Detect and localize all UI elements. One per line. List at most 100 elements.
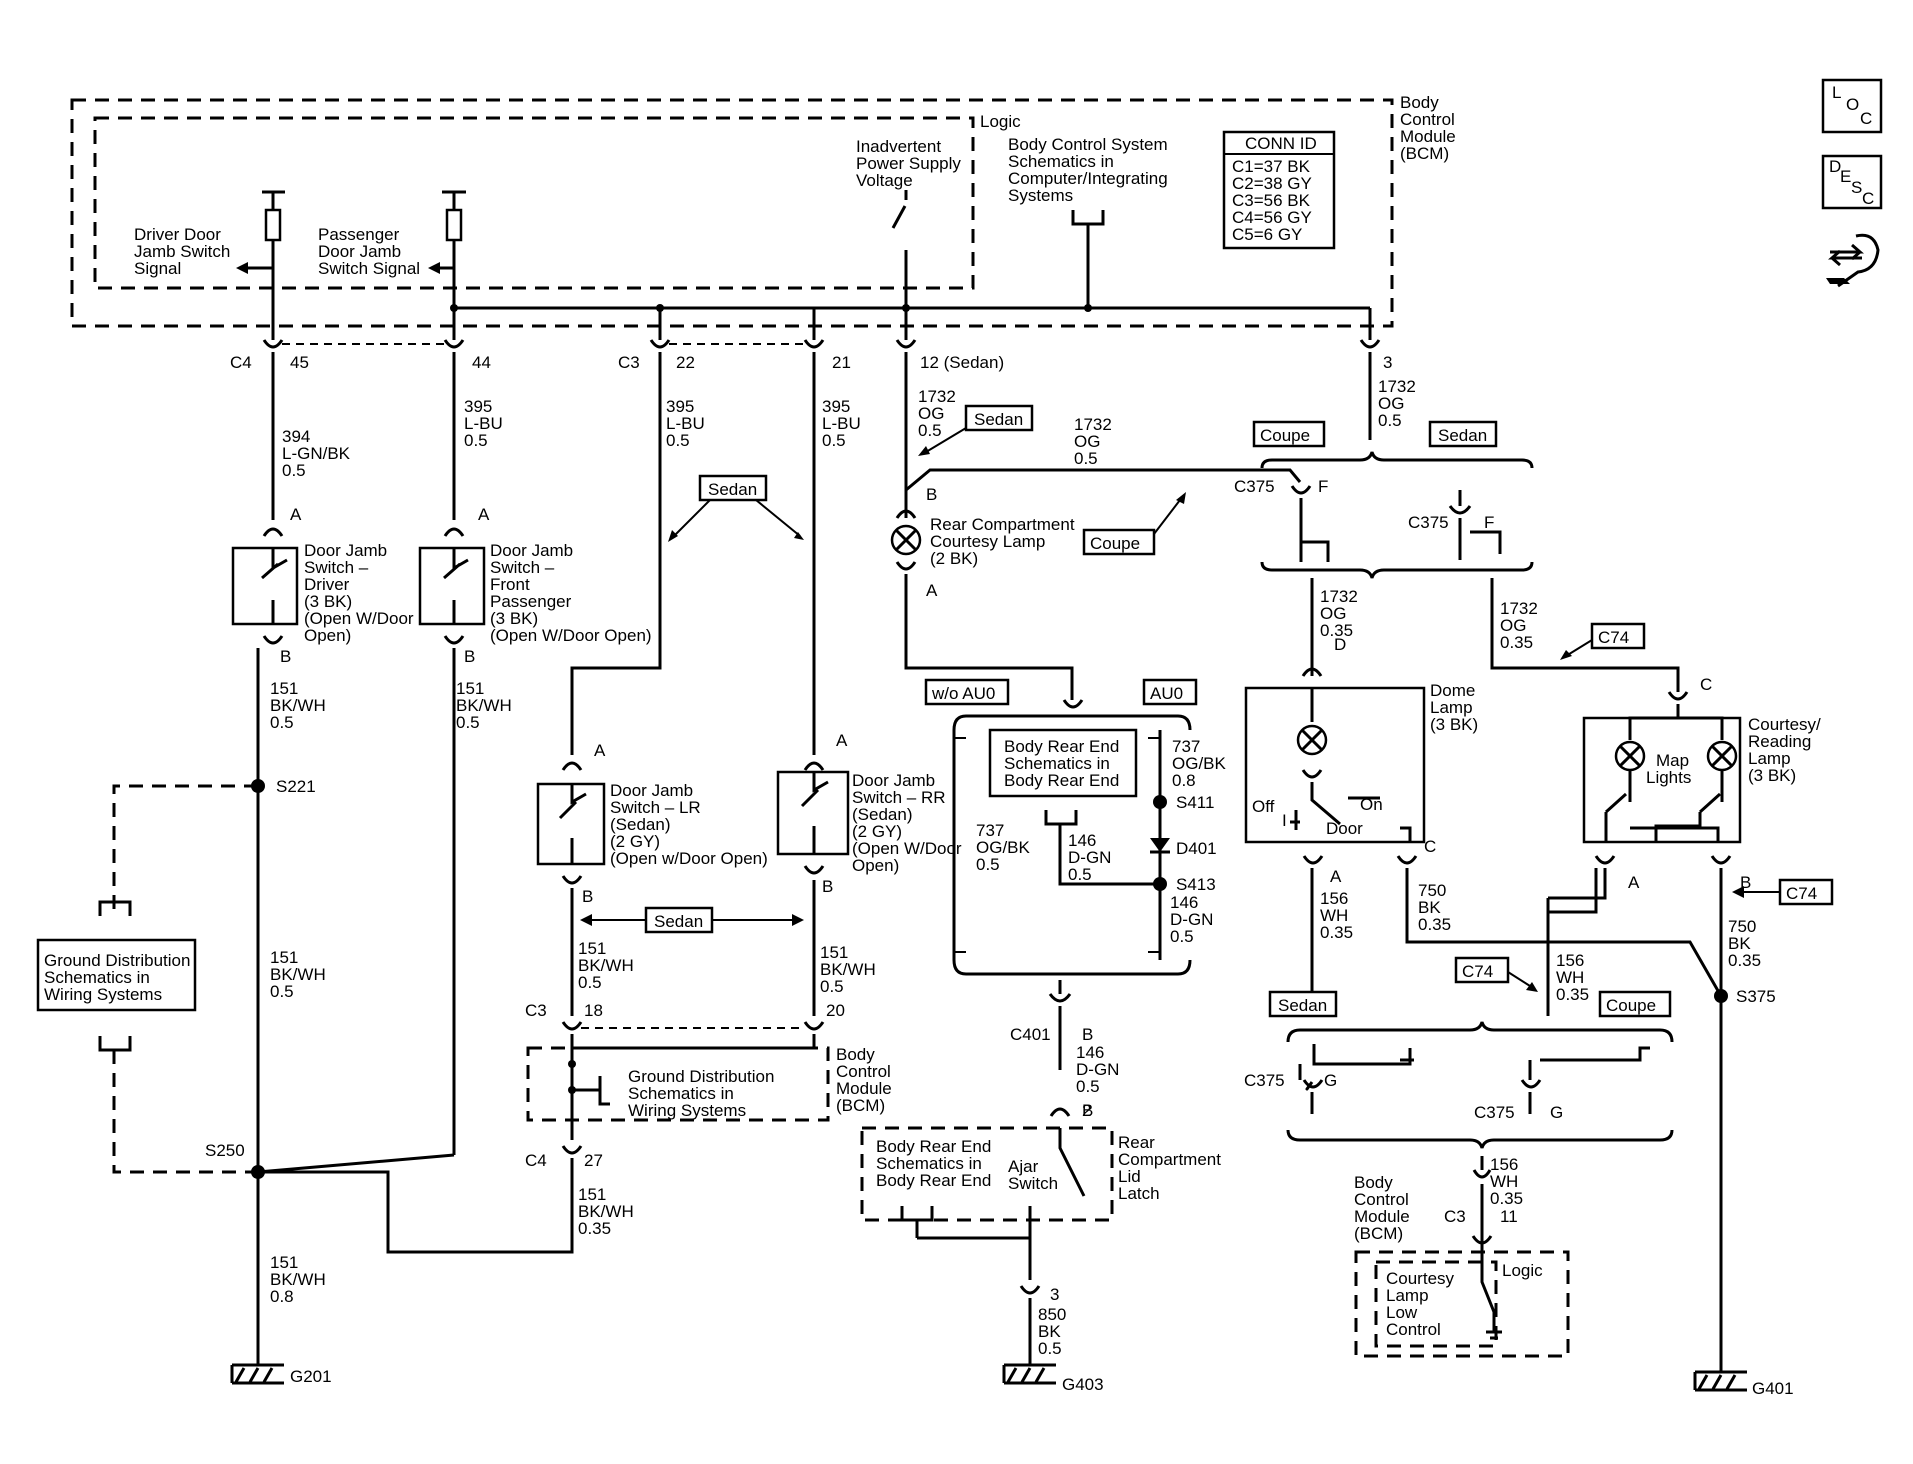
ground-g403 bbox=[1002, 1363, 1056, 1385]
logic-box bbox=[93, 116, 975, 290]
conn-id-row: C1=37 BK bbox=[1232, 157, 1311, 176]
pin-letter: A bbox=[836, 731, 848, 750]
logic-label: Logic bbox=[980, 112, 1021, 131]
ground-g403-label: G403 bbox=[1062, 1375, 1104, 1394]
tag-sedan-3 bbox=[964, 404, 1034, 432]
pin-letter: F bbox=[1484, 513, 1494, 532]
svg-text:S: S bbox=[1851, 178, 1862, 197]
pin-letter: F bbox=[1318, 477, 1328, 496]
bottom-logic-label: Logic bbox=[1502, 1261, 1543, 1280]
ground-distribution-ref bbox=[36, 938, 197, 1012]
pin-letter: A bbox=[1330, 867, 1342, 886]
pin-3b: 3 bbox=[1050, 1285, 1059, 1304]
ground-g201 bbox=[230, 1363, 284, 1385]
courtesy-reading-lamp bbox=[1582, 716, 1742, 844]
tag-coupe-2 bbox=[1252, 420, 1326, 448]
ground-g401-label: G401 bbox=[1752, 1379, 1794, 1398]
tag-c74-1 bbox=[1590, 622, 1646, 650]
pin-20: 20 bbox=[826, 1001, 845, 1020]
conn-id-title: CONN ID bbox=[1245, 134, 1317, 153]
pin-letter: A bbox=[1628, 873, 1640, 892]
splice-s375: S375 bbox=[1736, 987, 1776, 1006]
svg-text:C: C bbox=[1862, 189, 1874, 208]
pin-letter: B bbox=[280, 647, 291, 666]
c375-label-2: C375 bbox=[1408, 513, 1449, 532]
pin-letter: D bbox=[1334, 635, 1346, 654]
dome-off: Off bbox=[1252, 797, 1275, 816]
conn-id-table: CONN ID C1=37 BK C2=38 GY C3=56 BK C4=56… bbox=[1222, 130, 1336, 250]
rear-lid-latch-box bbox=[860, 1126, 1114, 1222]
tag-text: Sedan bbox=[974, 410, 1023, 429]
pin-c4b: C4 bbox=[525, 1151, 547, 1170]
body-rear-ref-a bbox=[988, 728, 1138, 798]
pin-letter: G bbox=[1324, 1071, 1337, 1090]
tag-text: C74 bbox=[1786, 884, 1817, 903]
tag-sedan-2 bbox=[644, 906, 714, 934]
pin-22: 22 bbox=[676, 353, 695, 372]
pin-c4: C4 bbox=[230, 353, 252, 372]
pin-18: 18 bbox=[584, 1001, 603, 1020]
tag-text: Sedan bbox=[1278, 996, 1327, 1015]
tag-coupe-3 bbox=[1598, 990, 1672, 1018]
pin-letter: C bbox=[1424, 837, 1436, 856]
conn-id-row: C3=56 BK bbox=[1232, 191, 1311, 210]
tag-coupe-1 bbox=[1082, 528, 1156, 556]
tag-text: Coupe bbox=[1260, 426, 1310, 445]
connector-tool-icon[interactable] bbox=[1826, 233, 1880, 288]
dome-i: I bbox=[1282, 811, 1287, 830]
pin-2: 2 bbox=[1082, 1101, 1091, 1120]
pin-letter: B bbox=[1082, 1025, 1093, 1044]
splice-s250: S250 bbox=[205, 1141, 245, 1160]
door-jamb-switch-driver bbox=[231, 546, 299, 626]
tag-au0 bbox=[1142, 678, 1198, 706]
tag-sedan-4 bbox=[1428, 420, 1498, 448]
pin-letter: B bbox=[822, 877, 833, 896]
tag-c74-2 bbox=[1778, 878, 1834, 906]
loc-icon[interactable]: LOC bbox=[1821, 78, 1883, 134]
ground-g201-label: G201 bbox=[290, 1367, 332, 1386]
pin-letter: A bbox=[594, 741, 606, 760]
connector-c401: C401 bbox=[1010, 1025, 1051, 1044]
tag-c74-3 bbox=[1454, 956, 1510, 984]
c375-label-4: C375 bbox=[1474, 1103, 1515, 1122]
tag-sedan-5 bbox=[1268, 990, 1338, 1018]
pin-letter: A bbox=[290, 505, 302, 524]
dome-door: Door bbox=[1326, 819, 1363, 838]
logic-inner-box bbox=[1374, 1260, 1498, 1348]
svg-text:E: E bbox=[1840, 167, 1851, 186]
svg-text:C: C bbox=[1860, 109, 1872, 128]
svg-text:D: D bbox=[1829, 157, 1841, 176]
pin-letter: B bbox=[926, 485, 937, 504]
conn-id-row: C4=56 GY bbox=[1232, 208, 1312, 227]
tag-sedan bbox=[698, 474, 768, 502]
svg-text:O: O bbox=[1846, 95, 1859, 114]
svg-text:L: L bbox=[1832, 83, 1841, 102]
